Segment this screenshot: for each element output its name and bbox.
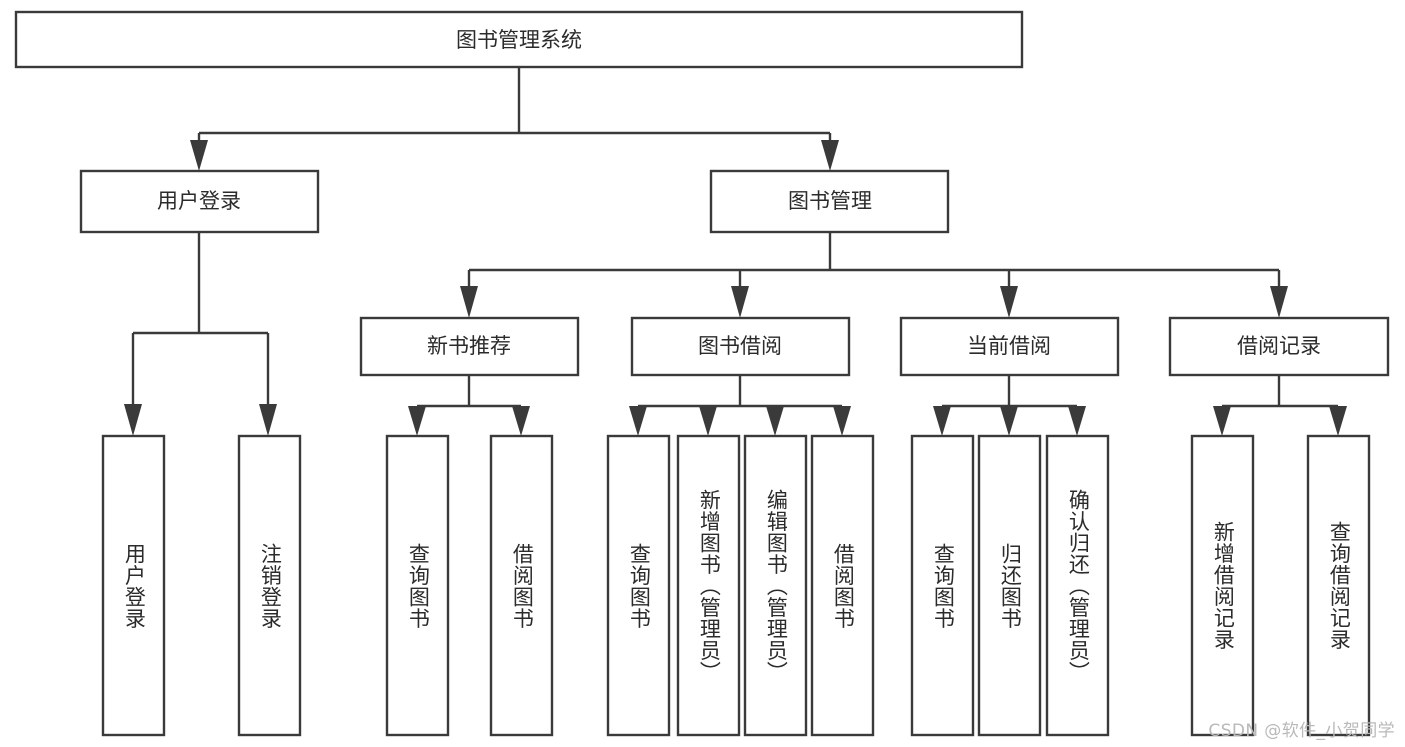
arrow-leaf-edit-book [766,406,784,436]
node-leaf-query-book-2[interactable] [606,434,671,737]
node-book-borrow[interactable] [630,316,851,377]
arrow-leaf-borrow-book-1 [512,406,530,436]
arrow-leaf-logout-login [259,404,277,436]
node-new-book-recommend-label: 新书推荐 [427,334,511,358]
arrow-to-book-manage [821,140,839,171]
arrow-current-borrow [1000,286,1018,318]
node-root[interactable] [14,10,1024,69]
arrow-to-user-login [190,140,208,171]
node-user-login-label: 用户登录 [157,189,241,213]
arrow-leaf-borrow-book-2 [833,406,851,436]
arrow-leaf-return-book [1000,406,1018,436]
node-leaf-add-record[interactable] [1190,434,1255,737]
arrow-leaf-query-book-2 [629,406,647,436]
arrow-borrow-record [1270,286,1288,318]
node-current-borrow[interactable] [899,316,1120,377]
nodes-group: 图书管理系统 用户登录 图书管理 新书推荐 图书借阅 当前借阅 借阅记录 [14,10,1390,737]
node-new-book-recommend[interactable] [359,316,580,377]
node-borrow-record-label: 借阅记录 [1237,334,1321,358]
node-leaf-query-book-3[interactable] [910,434,975,737]
arrow-leaf-query-book-1 [408,406,426,436]
node-book-manage-label: 图书管理 [788,189,872,213]
node-leaf-confirm-return[interactable] [1045,434,1110,737]
connectors-group [124,67,1347,436]
node-leaf-borrow-book-1[interactable] [489,434,554,737]
node-borrow-record[interactable] [1168,316,1390,377]
arrow-leaf-confirm-return [1068,406,1086,436]
arrow-leaf-add-record [1213,406,1231,436]
node-leaf-user-login[interactable] [101,434,166,737]
arrow-leaf-add-book [699,406,717,436]
node-current-borrow-label: 当前借阅 [967,334,1051,358]
arrow-leaf-query-book-3 [933,406,951,436]
node-user-login[interactable] [79,169,320,234]
node-book-manage[interactable] [709,169,950,234]
csdn-watermark: CSDN @软件_小贺同学 [1208,721,1395,741]
node-leaf-edit-book[interactable] [743,434,808,737]
arrow-leaf-query-record [1329,406,1347,436]
arrow-book-borrow [731,286,749,318]
node-leaf-add-book[interactable] [676,434,741,737]
arrow-new-book-recommend [460,286,478,318]
node-root-label: 图书管理系统 [456,28,582,52]
node-leaf-logout-login[interactable] [237,434,302,737]
node-leaf-borrow-book-2[interactable] [810,434,875,737]
node-leaf-return-book[interactable] [977,434,1042,737]
arrow-leaf-user-login [124,404,142,436]
node-book-borrow-label: 图书借阅 [698,334,782,358]
node-leaf-query-book-1[interactable] [385,434,450,737]
node-leaf-query-record[interactable] [1306,434,1371,737]
